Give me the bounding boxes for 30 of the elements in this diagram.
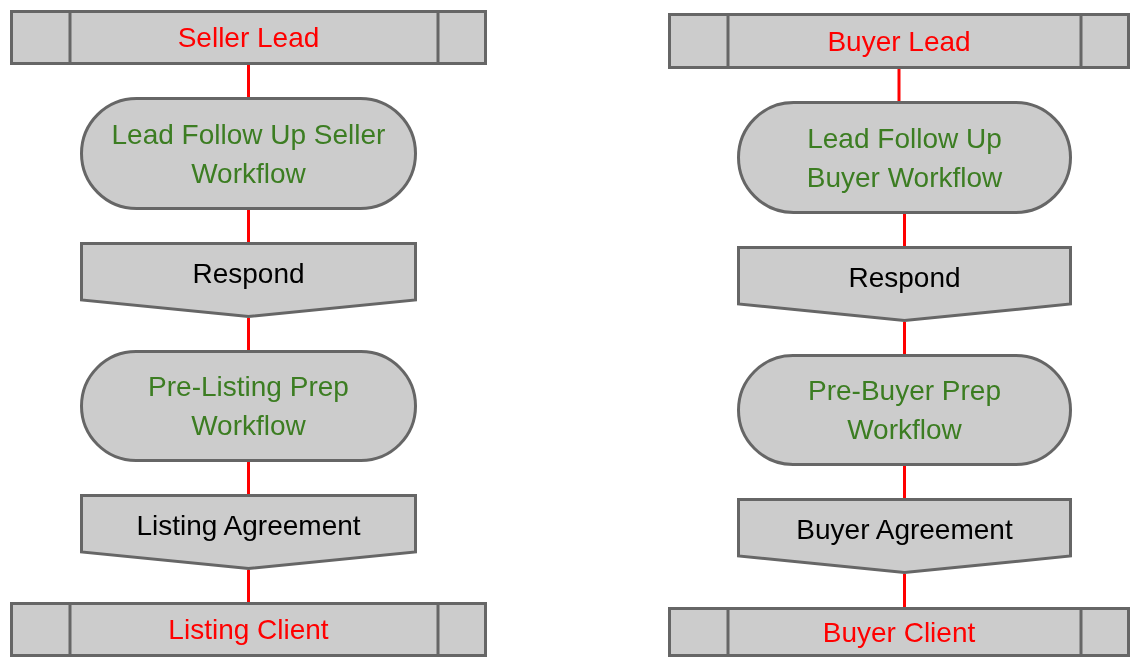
- node-label: Respond: [192, 256, 305, 291]
- connector-line: [903, 574, 906, 607]
- connector-line: [903, 214, 906, 246]
- predefined-process-box: [668, 607, 1130, 657]
- node-label: Pre-Listing Prep Workflow: [147, 370, 350, 443]
- connector-line: [247, 318, 250, 350]
- connector-line: [903, 466, 906, 498]
- connector-line: [897, 69, 901, 101]
- connector-line: [247, 462, 250, 494]
- off-page-connector-shape: [737, 246, 1072, 322]
- predefined-process-box: [668, 13, 1130, 69]
- node-label: Respond: [848, 260, 961, 295]
- connector-line: [247, 570, 250, 602]
- node-label: Listing Agreement: [136, 508, 361, 543]
- predefined-process-box: [10, 602, 487, 657]
- node-label: Buyer Agreement: [796, 512, 1013, 547]
- node-label: Listing Client: [168, 613, 329, 647]
- node-label: Lead Follow Up Seller Workflow: [110, 117, 387, 191]
- off-page-connector-shape: [80, 494, 417, 570]
- node-label: Seller Lead: [177, 21, 320, 55]
- node-label: Pre-Buyer Prep Workflow: [807, 374, 1002, 447]
- connector-line: [903, 322, 906, 354]
- connector-line: [247, 65, 250, 97]
- node-label: Lead Follow Up Buyer Workflow: [805, 121, 1004, 195]
- node-label: Buyer Client: [822, 615, 976, 650]
- off-page-connector-shape: [80, 242, 417, 318]
- predefined-process-box: [10, 10, 487, 65]
- node-label: Buyer Lead: [827, 24, 971, 59]
- connector-line: [247, 210, 250, 242]
- off-page-connector-shape: [737, 498, 1072, 574]
